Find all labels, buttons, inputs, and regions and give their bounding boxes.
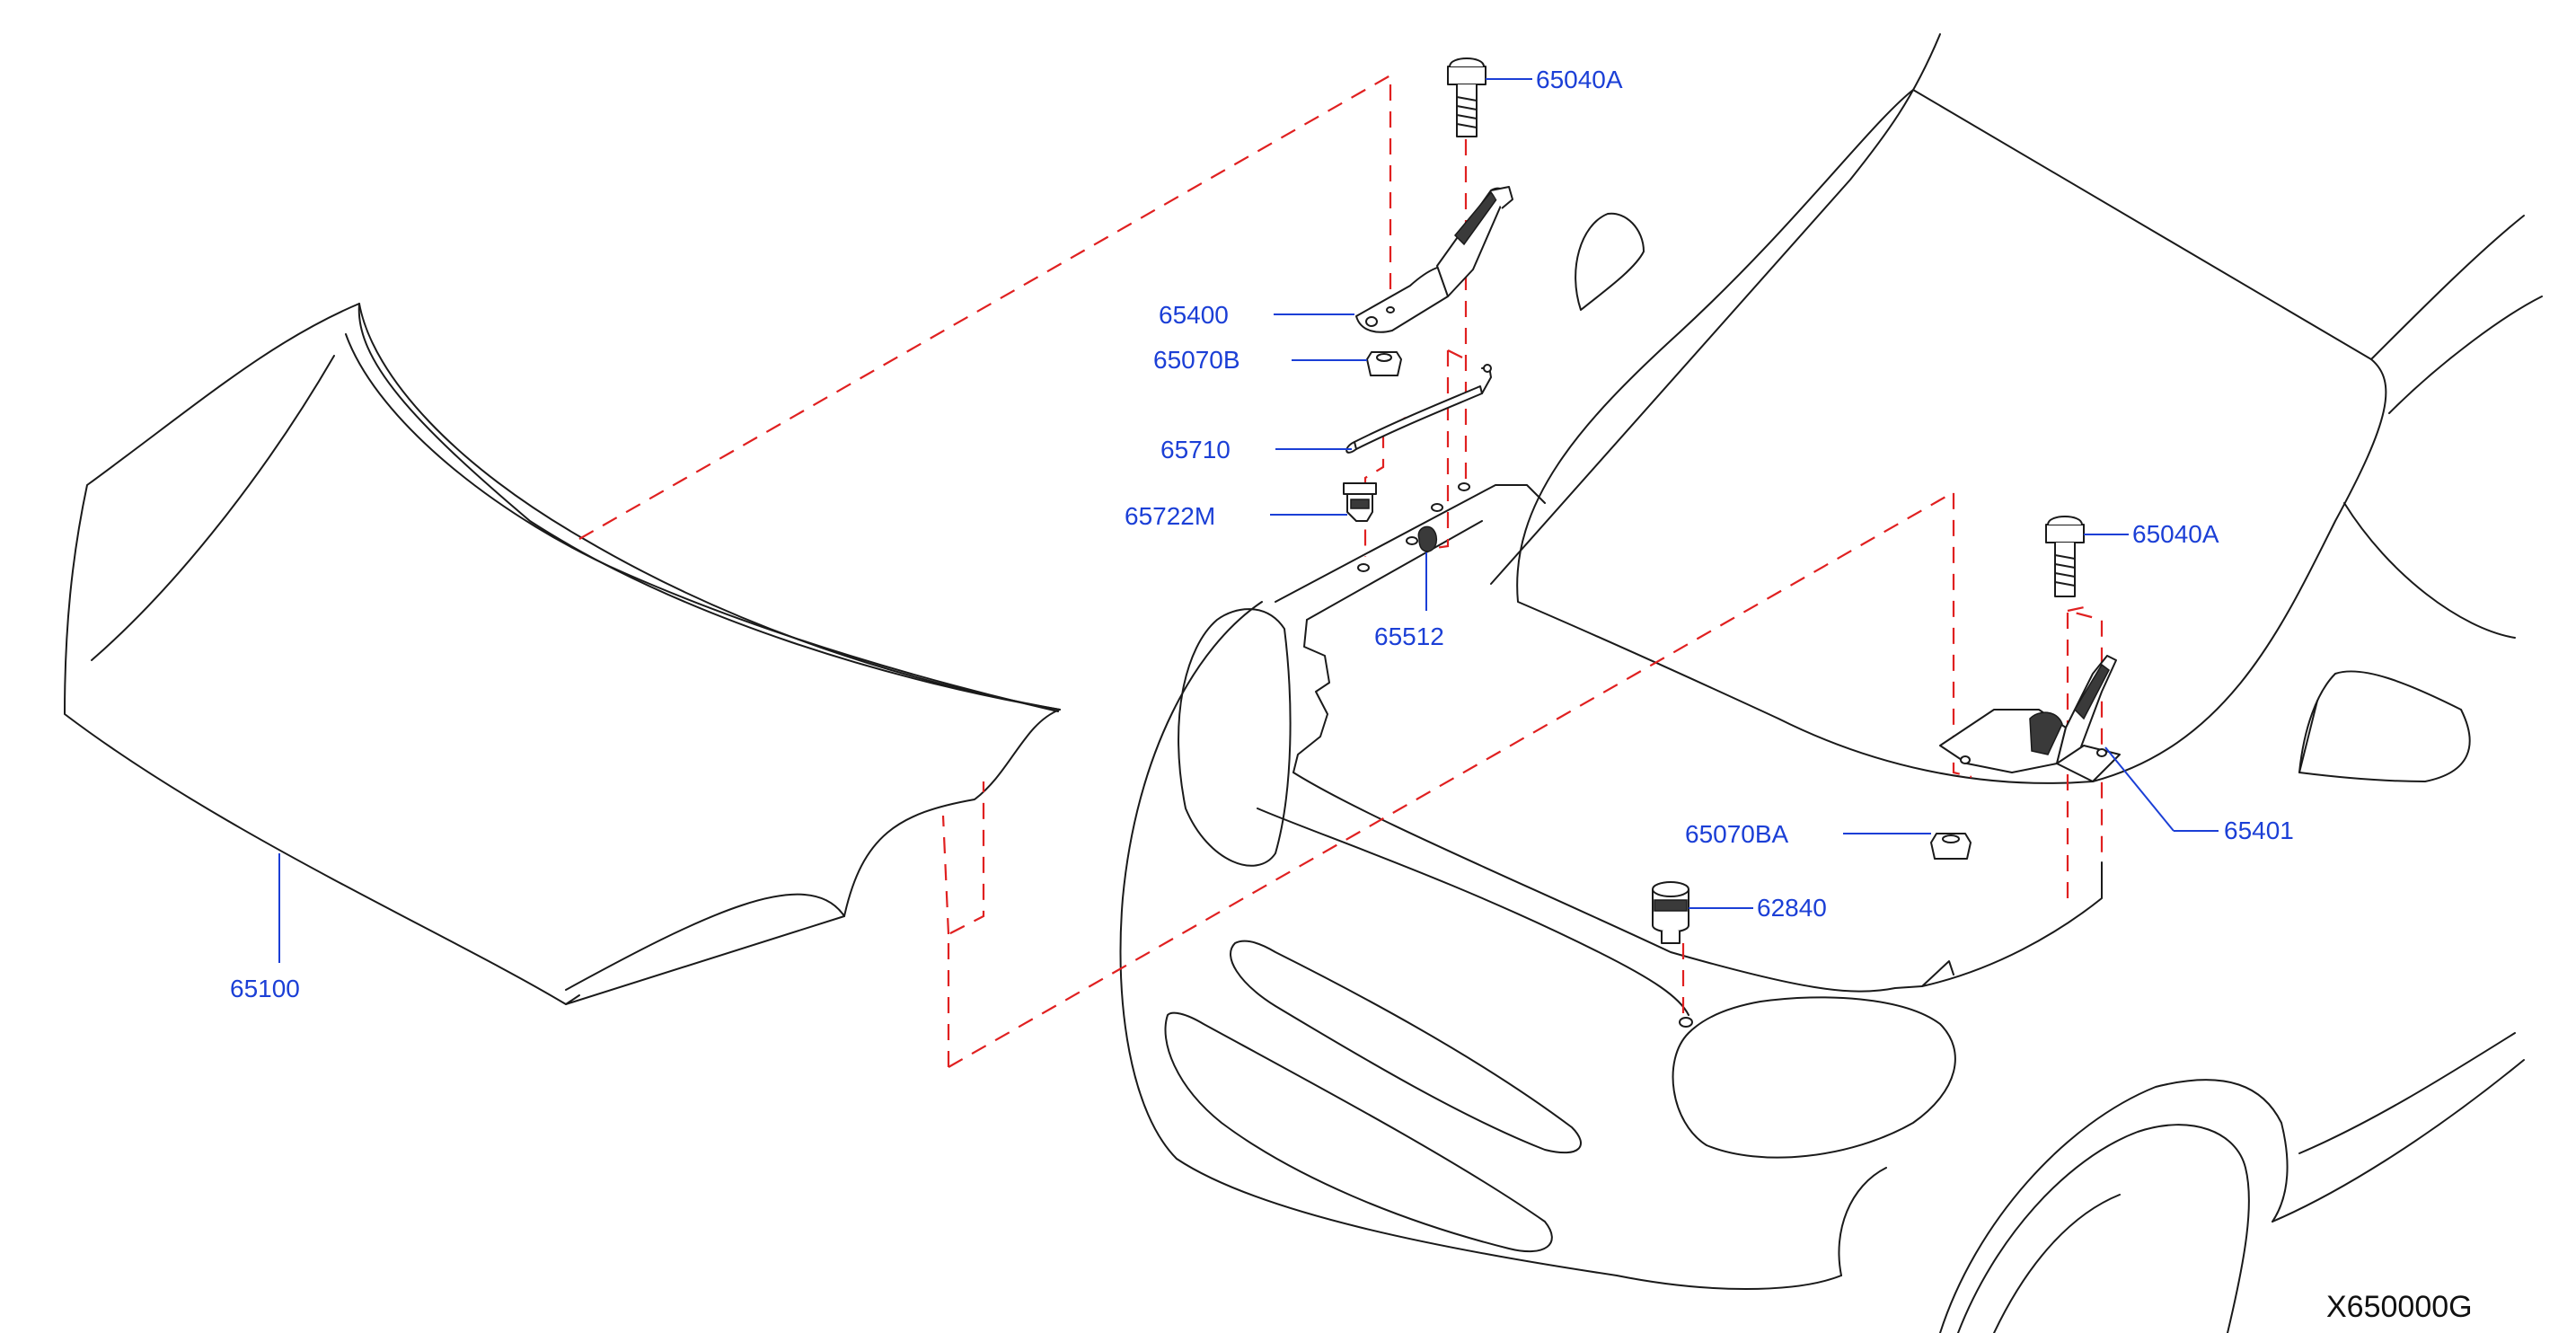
nut-right-part	[1930, 833, 1972, 860]
callout-stopper: 62840	[1757, 894, 1827, 922]
hinge-right-part	[1939, 655, 2121, 782]
hood-panel	[64, 303, 1061, 1005]
bolt-right-part	[2045, 516, 2085, 597]
callout-leaders	[278, 78, 2219, 963]
rod-clip-part	[1343, 482, 1377, 522]
bolt-left-part	[1447, 57, 1486, 137]
callout-bolt-left: 65040A	[1536, 66, 1623, 93]
support-rod-part	[1345, 364, 1492, 454]
callout-grommet: 65512	[1374, 622, 1444, 650]
hinge-left-part	[1355, 186, 1513, 333]
callout-bolt-right: 65040A	[2132, 520, 2219, 548]
callout-nut-left: 65070B	[1153, 346, 1240, 374]
callout-hood: 65100	[230, 975, 300, 1002]
callout-rod: 65710	[1160, 436, 1231, 463]
callout-hinge-right: 65401	[2224, 817, 2294, 844]
callout-hinge-left: 65400	[1159, 301, 1229, 329]
assembly-guide-lines	[578, 74, 2104, 1068]
callout-clip: 65722M	[1125, 502, 1215, 530]
grommet-part	[1417, 525, 1438, 552]
leader-hinge-right	[2104, 746, 2175, 832]
callout-labels: 65040A 65400 65070B 65710 65722M 65512 6…	[230, 66, 2294, 1002]
callout-nut-right: 65070BA	[1685, 820, 1789, 848]
diagram-code: X650000G	[2326, 1290, 2473, 1324]
vehicle-body	[1119, 33, 2543, 1333]
hood-stopper-part	[1652, 881, 1689, 944]
nut-left-part	[1366, 351, 1402, 376]
